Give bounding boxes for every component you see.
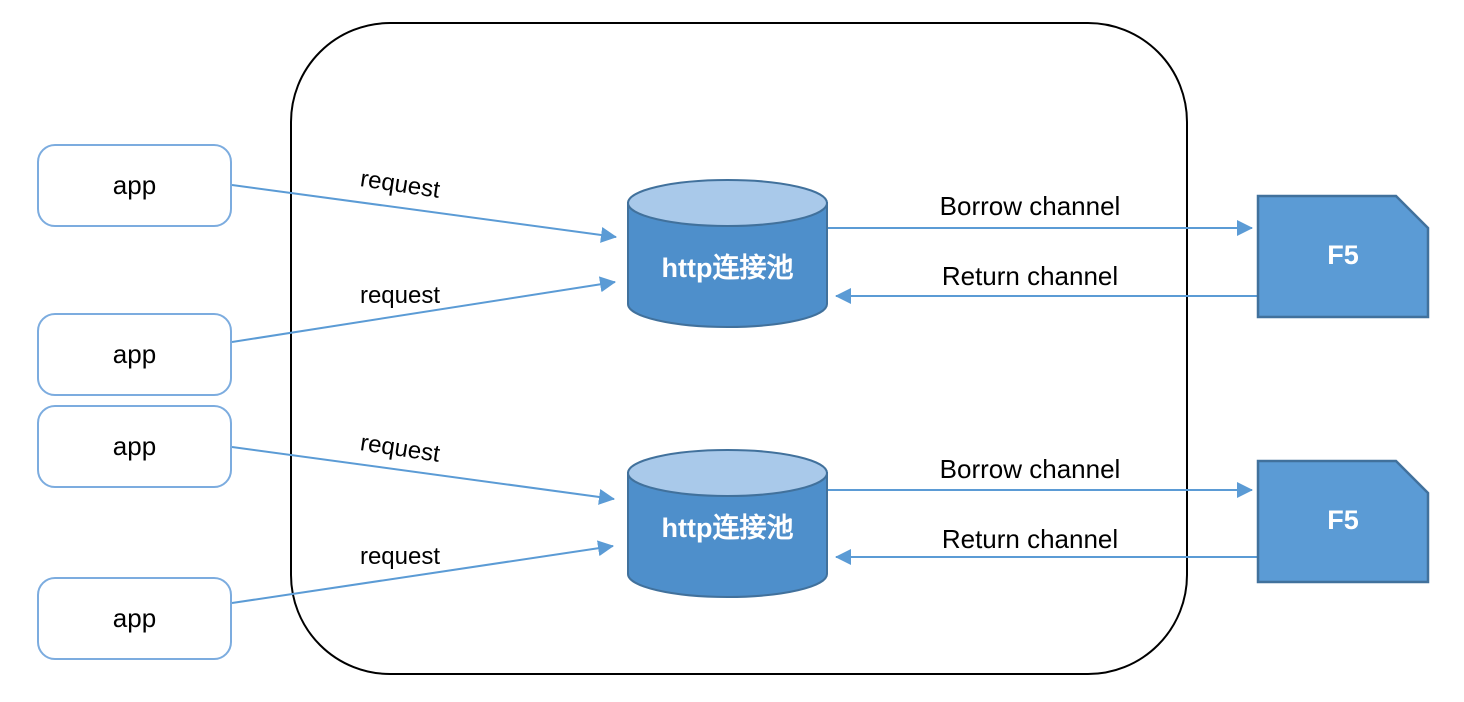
app-label: app bbox=[112, 170, 157, 200]
request-arrow-2 bbox=[231, 276, 616, 343]
request-arrow-1 bbox=[231, 184, 617, 243]
return-channel-label-1: Return channel bbox=[941, 261, 1119, 291]
request-label-2: request bbox=[359, 282, 441, 309]
app-box-1: app bbox=[37, 144, 232, 227]
f5-label-2: F5 bbox=[1327, 505, 1359, 535]
request-arrow-3 bbox=[231, 446, 615, 505]
cylinder-body bbox=[627, 472, 828, 598]
cylinder-top bbox=[627, 449, 828, 497]
app-box-3: app bbox=[37, 405, 232, 488]
borrow-channel-label-1: Borrow channel bbox=[939, 191, 1121, 221]
app-box-4: app bbox=[37, 577, 232, 660]
app-label: app bbox=[112, 603, 157, 633]
pool-boundary-container bbox=[290, 22, 1188, 675]
borrow-channel-label-2: Borrow channel bbox=[939, 454, 1121, 484]
app-box-2: app bbox=[37, 313, 232, 396]
return-channel-label-2: Return channel bbox=[941, 524, 1119, 554]
app-label: app bbox=[112, 339, 157, 369]
f5-label-1: F5 bbox=[1327, 240, 1359, 270]
app-label: app bbox=[112, 431, 157, 461]
request-label-4: request bbox=[359, 543, 441, 570]
pool-label-2: http连接池 bbox=[661, 513, 794, 543]
cylinder-top bbox=[627, 179, 828, 227]
pool-label-1: http连接池 bbox=[661, 253, 794, 283]
cylinder-body bbox=[627, 202, 828, 328]
connection-pool-cylinder-1 bbox=[627, 179, 828, 328]
f5-box-1 bbox=[1256, 194, 1430, 319]
f5-box-2 bbox=[1256, 459, 1430, 584]
request-arrow-4 bbox=[231, 540, 614, 604]
connection-pool-cylinder-2 bbox=[627, 449, 828, 598]
